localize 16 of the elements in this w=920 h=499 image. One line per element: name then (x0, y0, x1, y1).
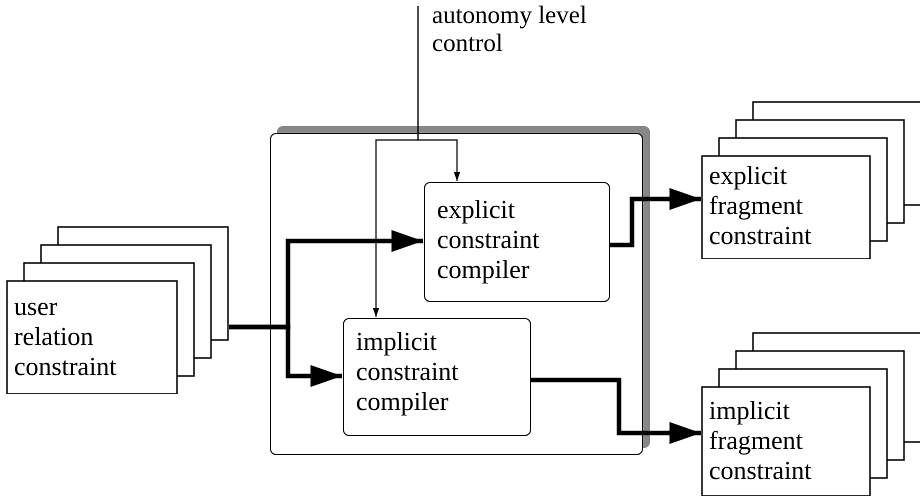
box-label: explicit constraint compiler (437, 195, 541, 285)
box-label: implicit constraint compiler (356, 327, 460, 417)
control-label: autonomy level control (432, 2, 588, 58)
document-stack (6, 226, 229, 394)
arrow (530, 378, 701, 444)
box-label: explicit fragment constraint (709, 161, 813, 251)
process-box (424, 182, 610, 302)
document-stack (701, 332, 920, 496)
arrow (372, 6, 419, 317)
arrow (229, 324, 342, 388)
system-box (270, 133, 643, 455)
arrow (609, 188, 701, 248)
process-box (343, 318, 531, 436)
box-label: implicit fragment constraint (709, 396, 813, 486)
box-label: user relation constraint (14, 292, 118, 382)
document-stack (701, 101, 920, 259)
